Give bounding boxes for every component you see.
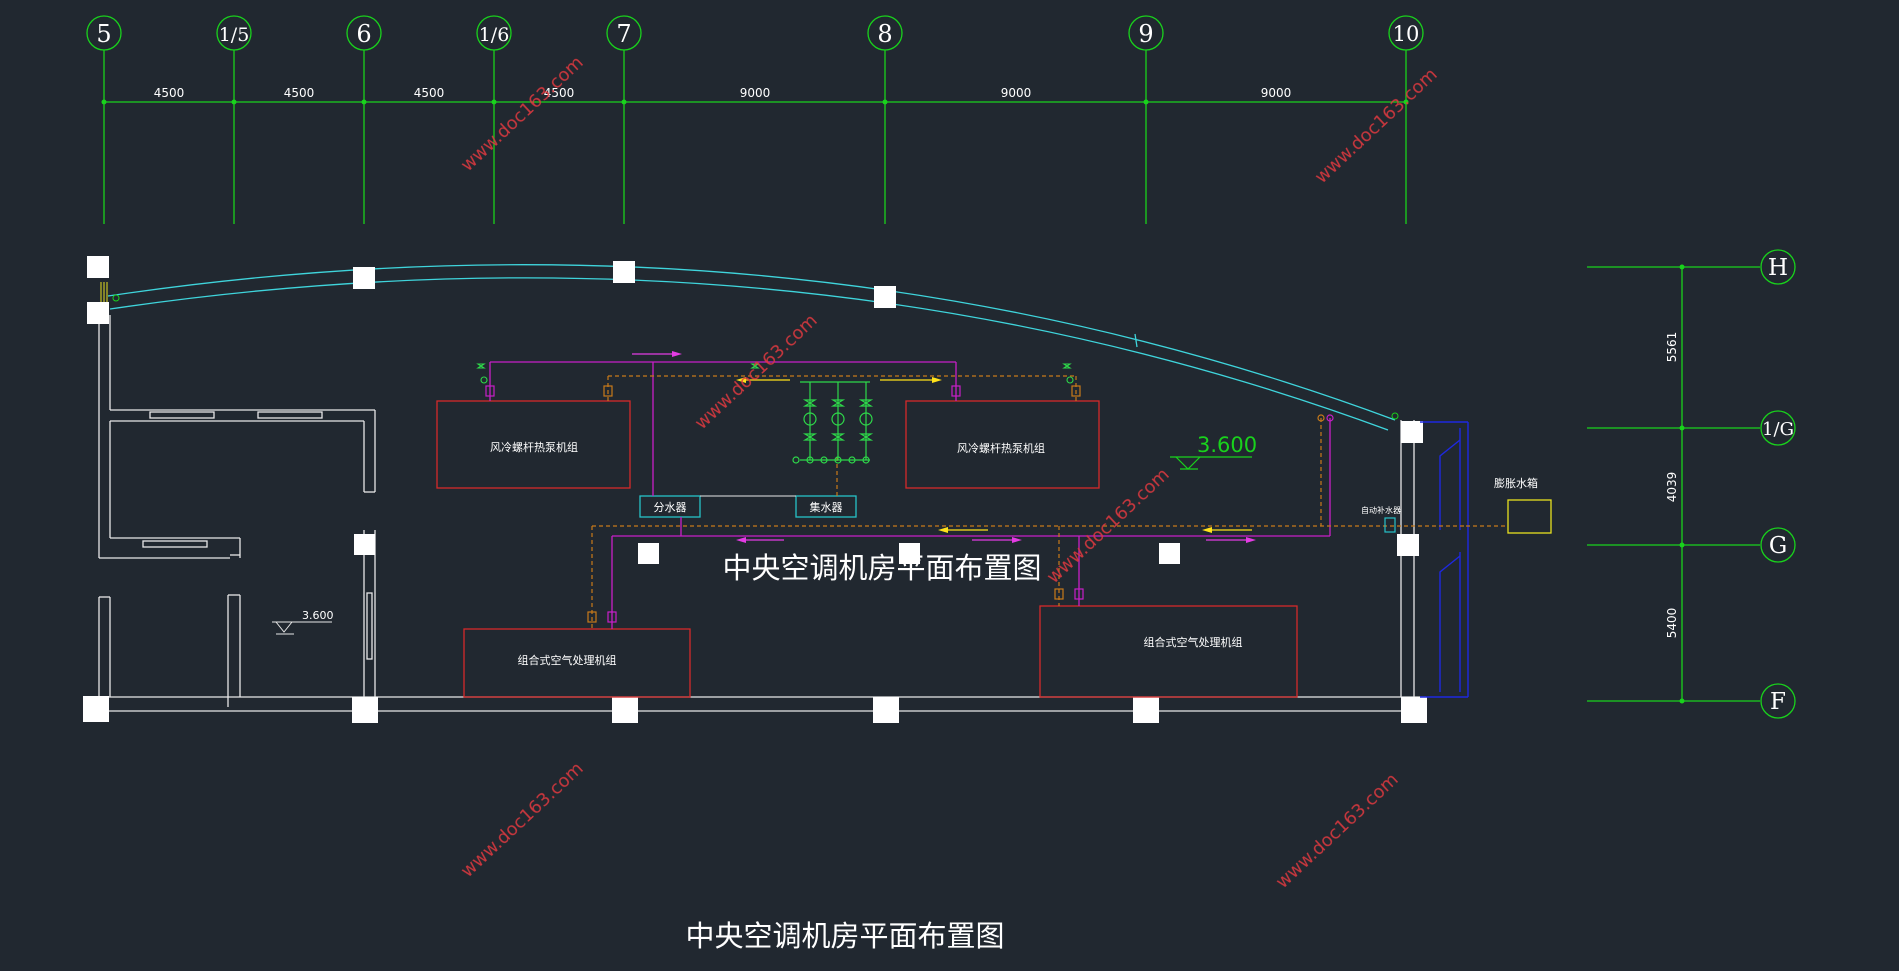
column	[1401, 697, 1427, 723]
watermarks: www.doc163.com www.doc163.com www.doc163…	[457, 52, 1442, 893]
right-axis-grid	[1587, 249, 1796, 719]
axis-label-g: G	[1769, 533, 1787, 559]
axis-label-8: 8	[877, 20, 892, 48]
arrow-left-icon	[1202, 527, 1212, 533]
ahu-right-label: 组合式空气处理机组	[1144, 635, 1243, 649]
span-g-f: 5400	[1665, 608, 1679, 639]
right-span-dimensions: 5561 4039 5400	[1665, 332, 1679, 639]
ahu-left-box	[463, 628, 691, 698]
axis-label-10: 10	[1393, 22, 1420, 46]
span-h-1-g: 5561	[1665, 332, 1679, 363]
column	[354, 534, 375, 555]
duct-shaft	[1420, 421, 1469, 698]
curve-marker-left	[112, 294, 120, 302]
elevation-side-label: 3.600	[302, 609, 334, 622]
arrow-right-icon	[672, 351, 682, 357]
span-1-6-7: 4500	[544, 86, 575, 100]
column	[1133, 697, 1159, 723]
axis-label-6: 6	[356, 20, 371, 48]
expansion-tank-label: 膨胀水箱	[1494, 476, 1538, 490]
chiller-left-box	[436, 400, 631, 489]
equipment	[436, 400, 1298, 698]
span-1-5-6: 4500	[284, 86, 315, 100]
arrow-right-icon	[1246, 537, 1256, 543]
pipe-fittings	[485, 385, 1334, 623]
chiller-left-label: 风冷螺杆热泵机组	[490, 440, 578, 454]
column	[874, 286, 896, 308]
ahu-left-label: 组合式空气处理机组	[518, 653, 617, 667]
column	[638, 543, 659, 564]
span-8-9: 9000	[1001, 86, 1032, 100]
supply-piping	[489, 361, 1331, 629]
plan-title-bottom: 中央空调机房平面布置图	[685, 919, 1004, 953]
column	[87, 302, 109, 324]
pipe-valves	[476, 363, 1074, 384]
column	[83, 696, 109, 722]
pump-icon	[803, 412, 817, 426]
column	[613, 261, 635, 283]
axis-label-h: H	[1768, 255, 1788, 281]
watermark-text: www.doc163.com	[457, 758, 588, 882]
span-5-1-5: 4500	[154, 86, 185, 100]
pump-group	[792, 381, 874, 464]
supply-header-box	[639, 495, 701, 518]
water-headers: 分水器 集水器	[639, 495, 857, 518]
axis-label-5: 5	[96, 20, 111, 48]
equipment-labels: 风冷螺杆热泵机组 风冷螺杆热泵机组 组合式空气处理机组 组合式空气处理机组	[490, 440, 1243, 667]
arrow-left-icon	[736, 377, 746, 383]
arrow-right-icon	[1012, 537, 1022, 543]
column	[352, 697, 378, 723]
curve-marker-right	[1391, 412, 1399, 420]
axis-label-9: 9	[1138, 20, 1153, 48]
water-softener-box	[1384, 517, 1396, 533]
chiller-right-box	[905, 400, 1100, 489]
pump-icon	[859, 412, 873, 426]
ahu-right-box	[1039, 605, 1298, 698]
column	[899, 543, 920, 564]
return-header-label: 集水器	[810, 500, 843, 514]
supply-header-label: 分水器	[654, 501, 687, 514]
curved-wall	[107, 264, 1396, 431]
top-axis-grid	[86, 15, 1424, 224]
flow-arrows	[632, 351, 1256, 543]
axis-label-f: F	[1770, 689, 1786, 715]
return-piping	[591, 375, 1508, 629]
axis-label-7: 7	[616, 20, 631, 48]
axis-label-1-5: 1/5	[219, 24, 250, 46]
span-1-g-g: 4039	[1665, 472, 1679, 503]
span-9-10: 9000	[1261, 86, 1292, 100]
column	[612, 697, 638, 723]
column	[353, 267, 375, 289]
chiller-right-label: 风冷螺杆热泵机组	[957, 441, 1045, 455]
plan-title-inside: 中央空调机房平面布置图	[722, 551, 1041, 585]
pump-icon	[831, 412, 845, 426]
watermark-text: www.doc163.com	[1272, 769, 1403, 893]
watermark-text: www.doc163.com	[1311, 64, 1442, 188]
column	[87, 256, 109, 278]
axis-label-1-g: 1/G	[1762, 419, 1794, 440]
water-softener-label: 自动补水器	[1361, 505, 1401, 515]
axis-label-1-6: 1/6	[479, 24, 510, 46]
column	[1397, 534, 1419, 556]
arrow-left-icon	[938, 527, 948, 533]
span-6-1-6: 4500	[414, 86, 445, 100]
top-span-dimensions: 4500 4500 4500 4500 9000 9000 9000	[154, 86, 1292, 100]
elevation-main-label: 3.600	[1197, 433, 1257, 457]
expansion-tank-box	[1507, 499, 1552, 534]
return-header-box	[795, 495, 857, 518]
arrow-right-icon	[932, 377, 942, 383]
top-axis-labels: 5 1/5 6 1/6 7 8 9 10	[96, 20, 1419, 48]
watermark-text: www.doc163.com	[457, 52, 588, 176]
column	[873, 697, 899, 723]
arrow-left-icon	[736, 537, 746, 543]
watermark-text: www.doc163.com	[691, 310, 822, 434]
column	[1401, 421, 1423, 443]
right-axis-labels: H 1/G G F	[1762, 255, 1794, 715]
elevation-mark-main: 3.600	[1170, 433, 1257, 470]
span-7-8: 9000	[740, 86, 771, 100]
elevation-mark-side: 3.600	[272, 609, 334, 635]
column	[1159, 543, 1180, 564]
structural-columns	[83, 256, 1427, 723]
